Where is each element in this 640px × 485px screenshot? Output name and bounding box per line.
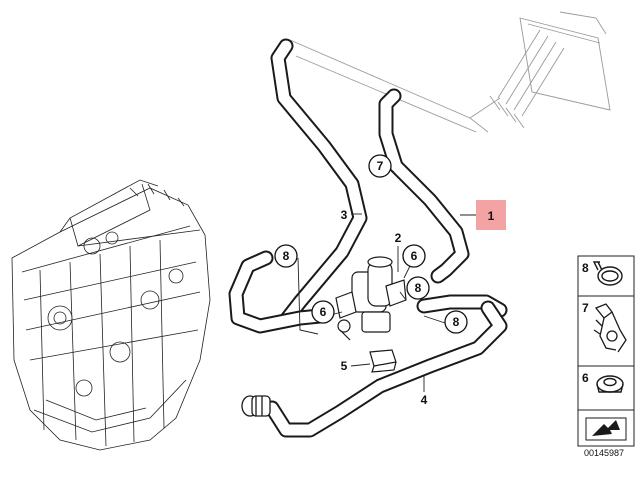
callout-8c: 8 (453, 315, 460, 329)
callout-7: 7 (377, 159, 384, 173)
grommet-icon (596, 375, 624, 393)
callout-6b-circle (311, 300, 335, 324)
callout-8c-circle (444, 310, 468, 334)
callout-8b: 8 (415, 281, 422, 295)
legend-item-8-number: 8 (582, 261, 589, 275)
diagram-code: 00145987 (584, 448, 624, 458)
callout-8b-circle (406, 276, 430, 300)
hose-clamp-icon (592, 261, 623, 286)
hose-holder-icon (593, 303, 627, 353)
callout-3: 3 (341, 208, 348, 222)
callout-2: 2 (395, 231, 402, 245)
callout-6b: 6 (320, 305, 327, 319)
legend-item-7-number: 7 (582, 301, 589, 315)
callout-1: 1 (488, 209, 495, 223)
callout-1-highlight (476, 200, 506, 230)
callout-8a-circle (274, 244, 298, 268)
hose-4 (264, 300, 508, 438)
engine-block-drawing (11, 179, 211, 451)
pipe-fitting (241, 395, 271, 417)
hose-3 (270, 38, 368, 328)
callout-4: 4 (421, 393, 428, 407)
bracket-5 (369, 349, 397, 373)
callout-6a: 6 (411, 249, 418, 263)
hose-1 (378, 88, 470, 284)
callout-6a-circle (402, 244, 426, 268)
legend-panel: 8 7 6 (577, 255, 635, 447)
callout-5: 5 (341, 359, 348, 373)
heater-core-drawing (289, 11, 611, 133)
arrow-icon (585, 417, 627, 441)
legend-item-6-number: 6 (582, 371, 589, 385)
callout-7-circle (368, 154, 392, 178)
water-valve (335, 256, 407, 341)
callout-8a: 8 (283, 249, 290, 263)
